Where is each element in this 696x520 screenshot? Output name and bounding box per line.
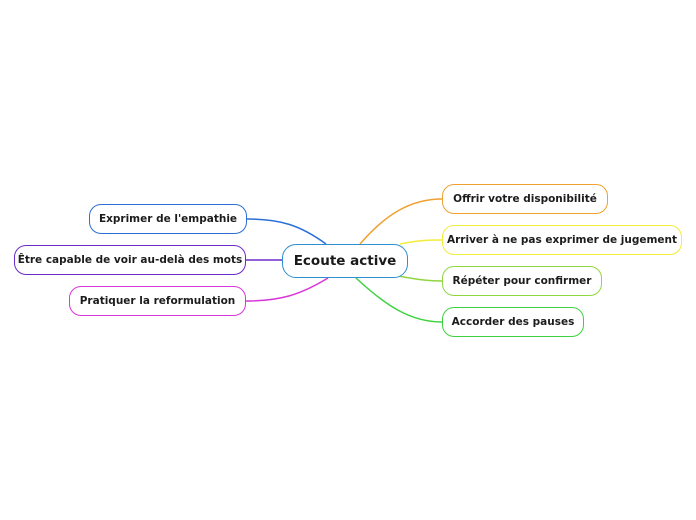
topic-arriver-sans-jugement[interactable]: Arriver à ne pas exprimer de jugement <box>442 225 682 255</box>
connector-reformulation <box>245 277 329 302</box>
topic-offrir-disponibilite[interactable]: Offrir votre disponibilité <box>442 184 608 214</box>
topic-voir-au-dela-des-mots[interactable]: Être capable de voir au-delà des mots <box>14 245 246 275</box>
topic-accorder-pauses[interactable]: Accorder des pauses <box>442 307 584 337</box>
central-topic[interactable]: Ecoute active <box>282 244 408 278</box>
topic-pratiquer-reformulation[interactable]: Pratiquer la reformulation <box>69 286 246 316</box>
connector-offrir <box>359 198 443 245</box>
connector-repeter <box>397 275 443 282</box>
topic-exprimer-empathie[interactable]: Exprimer de l'empathie <box>89 204 247 234</box>
connector-arriver <box>399 239 443 245</box>
connector-accorder <box>355 277 443 323</box>
topic-repeter-confirmer[interactable]: Répéter pour confirmer <box>442 266 602 296</box>
connector-empathie <box>246 218 327 245</box>
